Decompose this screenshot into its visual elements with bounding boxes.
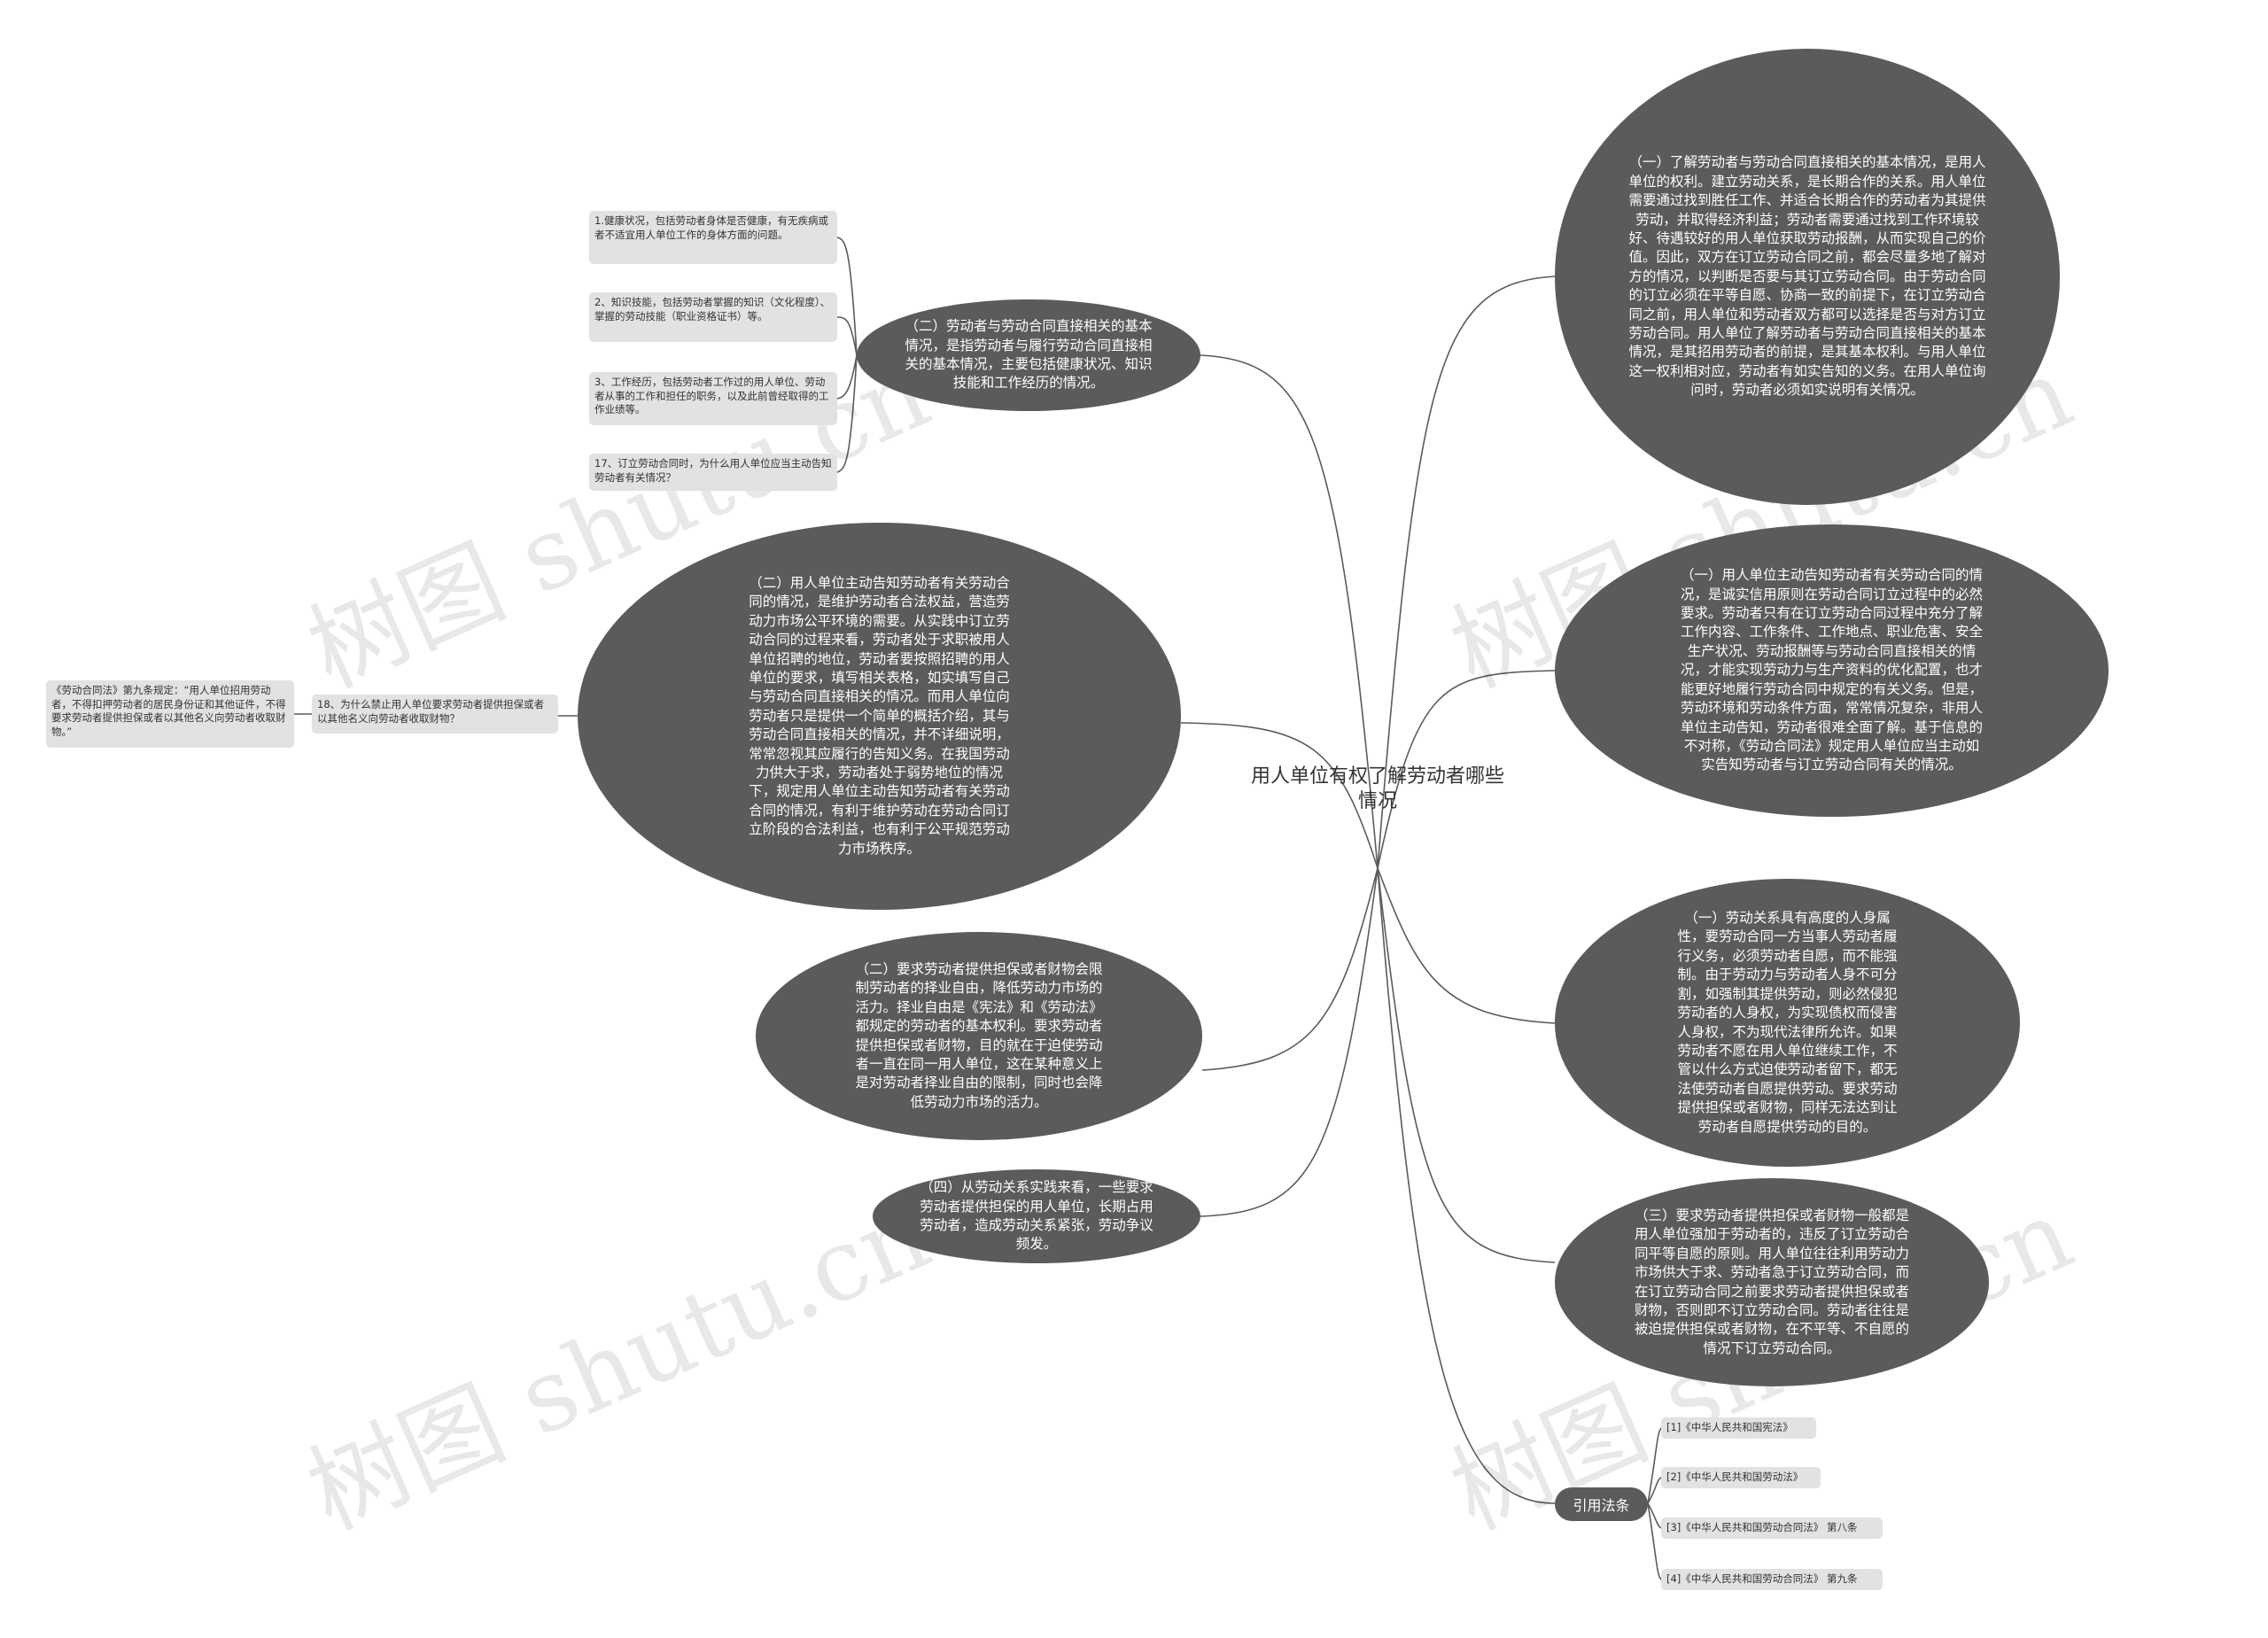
edge-root-r3 [1377,867,1556,1024]
edge-refs-i4 [1647,1502,1662,1580]
left-node-3-text: （二）要求劳动者提供担保或者财物会限制劳动者的择业自由，降低劳动力市场的活力。择… [855,960,1103,1110]
left-node-1-leaf[interactable]: 1.健康状况，包括劳动者身体是否健康，有无疾病或者不适宜用人单位工作的身体方面的… [589,211,837,264]
edge-root-n4 [1200,867,1379,1217]
right-node-2[interactable]: （一）用人单位主动告知劳动者有关劳动合同的情况，是诚实信用原则在劳动合同订立过程… [1555,524,2109,817]
left-node-4-text: （四）从劳动关系实践来看，一些要求劳动者提供担保的用人单位，长期占用劳动者，造成… [920,1179,1153,1253]
right-node-3-text: （一）劳动关系具有高度的人身属性，要劳动合同一方当事人劳动者履行义务，必须劳动者… [1677,910,1898,1135]
left-node-2-question[interactable]: 18、为什么禁止用人单位要求劳动者提供担保或者以其他名义向劳动者收取财物？ [312,695,558,734]
reference-item[interactable]: [4]《中华人民共和国劳动合同法》 第九条 [1661,1569,1883,1590]
edge-root-n2 [1180,722,1379,869]
left-node-2[interactable]: （二）用人单位主动告知劳动者有关劳动合同的情况，是维护劳动者合法权益，营造劳动力… [578,523,1181,910]
reference-item[interactable]: [2]《中华人民共和国劳动法》 [1661,1467,1821,1488]
right-node-4-text: （三）要求劳动者提供担保或者财物一般都是用人单位强加于劳动者的，违反了订立劳动合… [1635,1207,1910,1356]
reference-item[interactable]: [1]《中华人民共和国宪法》 [1661,1417,1816,1439]
left-node-2-answer[interactable]: 《劳动合同法》第九条规定：“用人单位招用劳动者，不得扣押劳动者的居民身份证和其他… [46,680,294,748]
edge-root-r2 [1377,670,1556,869]
root-topic[interactable]: 用人单位有权了解劳动者哪些情况 [1250,765,1504,812]
edge-root-r4 [1377,867,1556,1263]
left-node-1-leaf[interactable]: 2、知识技能，包括劳动者掌握的知识（文化程度）、掌握的劳动技能（职业资格证书）等… [589,292,837,342]
edge-n1-leaf3 [836,354,858,400]
right-node-2-text: （一）用人单位主动告知劳动者有关劳动合同的情况，是诚实信用原则在劳动合同订立过程… [1680,567,1983,773]
edge-root-refs [1377,867,1556,1504]
left-node-4[interactable]: （四）从劳动关系实践来看，一些要求劳动者提供担保的用人单位，长期占用劳动者，造成… [873,1169,1200,1263]
left-node-1-leaf[interactable]: 17、订立劳动合同时，为什么用人单位应当主动告知劳动者有关情况？ [589,454,837,491]
left-node-1[interactable]: （二）劳动者与劳动合同直接相关的基本情况，是指劳动者与履行劳动合同直接相关的基本… [857,299,1200,411]
references-node[interactable]: 引用法条 [1555,1487,1648,1521]
right-node-4[interactable]: （三）要求劳动者提供担保或者财物一般都是用人单位强加于劳动者的，违反了订立劳动合… [1555,1178,1989,1386]
edge-root-r1 [1377,276,1556,869]
edge-root-n1 [1200,354,1379,869]
right-node-3[interactable]: （一）劳动关系具有高度的人身属性，要劳动合同一方当事人劳动者履行义务，必须劳动者… [1555,879,2020,1167]
edge-root-n3 [1201,867,1379,1071]
edge-n1-leaf4 [836,354,858,473]
edge-refs-i3 [1647,1502,1662,1529]
edge-n1-leaf2 [836,316,858,356]
left-node-2-text: （二）用人单位主动告知劳动者有关劳动合同的情况，是维护劳动者合法权益，营造劳动力… [749,574,1010,857]
reference-item[interactable]: [3]《中华人民共和国劳动合同法》 第八条 [1661,1518,1883,1539]
left-node-1-leaf[interactable]: 3、工作经历，包括劳动者工作过的用人单位、劳动者从事的工作和担任的职务，以及此前… [589,372,837,425]
left-node-3[interactable]: （二）要求劳动者提供担保或者财物会限制劳动者的择业自由，降低劳动力市场的活力。择… [756,932,1202,1140]
left-node-1-text: （二）劳动者与劳动合同直接相关的基本情况，是指劳动者与履行劳动合同直接相关的基本… [905,318,1153,392]
right-node-1-text: （一）了解劳动者与劳动合同直接相关的基本情况，是用人单位的权利。建立劳动关系，是… [1628,154,1986,399]
right-node-1[interactable]: （一）了解劳动者与劳动合同直接相关的基本情况，是用人单位的权利。建立劳动关系，是… [1555,49,2060,505]
edge-refs-i1 [1647,1427,1662,1504]
edge-refs-i2 [1647,1477,1662,1504]
edge-n1-leaf1 [836,237,858,356]
